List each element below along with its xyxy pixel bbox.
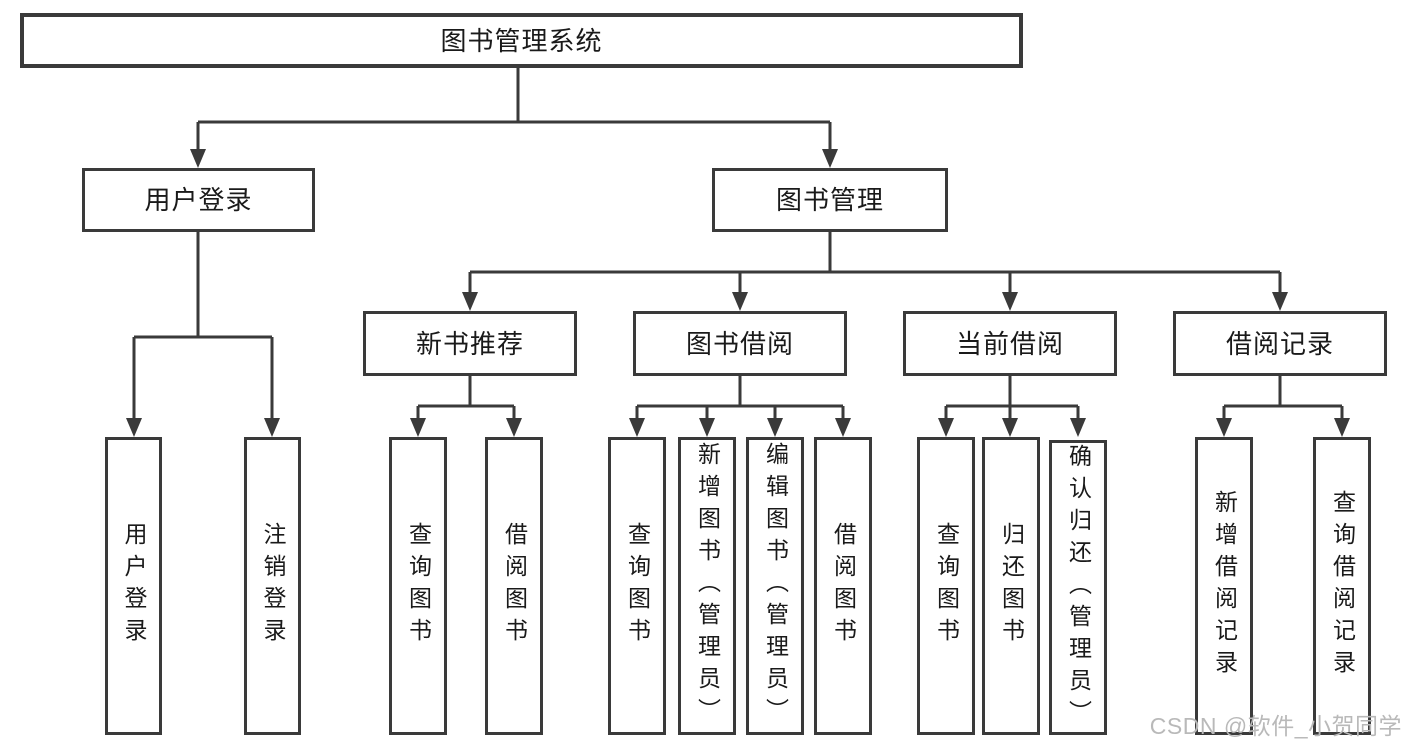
leaf-user-login: 用户登录 [105,437,162,735]
arrowhead-down-icon [1334,418,1350,437]
arrowhead-down-icon [835,418,851,437]
node-current-borrow: 当前借阅 [903,311,1117,376]
arrowhead-down-icon [1002,292,1018,311]
node-new-book-recommend: 新书推荐 [363,311,577,376]
node-library-management-system: 图书管理系统 [20,13,1023,68]
leaf-add-book-admin: 新增图书（管理员） [678,437,736,735]
arrowhead-down-icon [732,292,748,311]
arrowhead-down-icon [190,149,206,168]
leaf-query-borrow-record: 查询借阅记录 [1313,437,1371,735]
arrowhead-down-icon [126,418,142,437]
node-book-borrow: 图书借阅 [633,311,847,376]
node-book-management: 图书管理 [712,168,948,232]
arrowhead-down-icon [699,418,715,437]
node-user-login: 用户登录 [82,168,315,232]
arrowhead-down-icon [1002,418,1018,437]
arrowhead-down-icon [1216,418,1232,437]
leaf-return-books: 归还图书 [982,437,1040,735]
arrowhead-down-icon [629,418,645,437]
arrowhead-down-icon [410,418,426,437]
arrowhead-down-icon [264,418,280,437]
leaf-edit-book-admin: 编辑图书（管理员） [746,437,804,735]
leaf-query-books-current: 查询图书 [917,437,975,735]
arrowhead-down-icon [822,149,838,168]
leaf-borrow-books: 借阅图书 [814,437,872,735]
arrowhead-down-icon [767,418,783,437]
node-borrow-records: 借阅记录 [1173,311,1387,376]
csdn-watermark: CSDN @软件_小贺同学 [1149,713,1402,739]
leaf-logout: 注销登录 [244,437,301,735]
arrowhead-down-icon [462,292,478,311]
arrowhead-down-icon [506,418,522,437]
leaf-add-borrow-record: 新增借阅记录 [1195,437,1253,735]
leaf-query-books-borrow: 查询图书 [608,437,666,735]
leaf-borrow-books-recommend: 借阅图书 [485,437,543,735]
arrowhead-down-icon [938,418,954,437]
leaf-query-books-recommend: 查询图书 [389,437,447,735]
arrowhead-down-icon [1272,292,1288,311]
arrowhead-down-icon [1070,418,1086,437]
leaf-confirm-return-admin: 确认归还（管理员） [1049,440,1107,735]
